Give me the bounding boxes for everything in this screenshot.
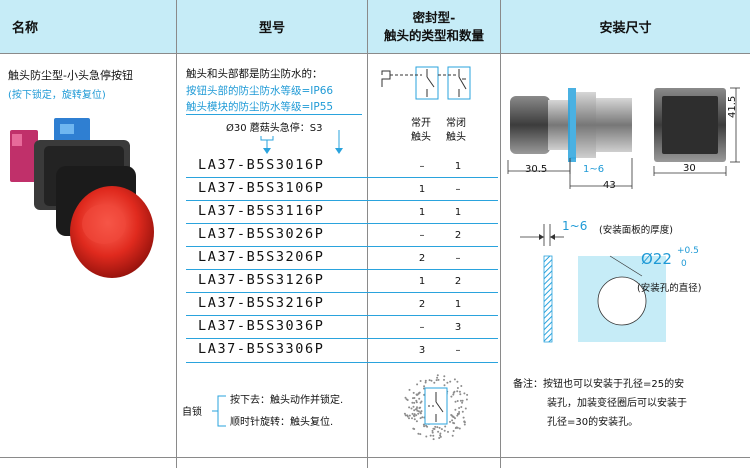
no-count-4: 2 [418,253,426,264]
dim-43: 43 [603,180,616,191]
no-count-3: – [419,230,425,241]
no-contact-label-line2: 触头 [411,132,431,143]
header-name: 名称 [0,0,176,53]
header-model-text: 型号 [258,21,285,36]
header-name-text: 名称 [12,21,39,36]
nc-count-5: 2 [454,276,462,287]
nc-count-2: 1 [454,207,462,218]
install-note-line3: 孔径=30的安装孔。 [547,417,639,428]
model-row-8: LA37-B5S3306P [198,341,325,357]
row-divider [186,315,498,316]
row-divider [186,200,498,201]
no-contact-label-line1: 常开 [411,118,431,129]
model-row-4: LA37-B5S3206P [198,249,325,265]
model-row-2: LA37-B5S3116P [198,203,325,219]
header-install: 安装尺寸 [501,0,750,53]
model-info-line1: 触头和头部都是防尘防水的： [186,68,323,80]
no-count-1: 1 [418,184,426,195]
model-info-line2: 按钮头部的防尘防水等级=IP66 [186,85,334,97]
self-lock-line2: 顺时针旋转：触头复位. [230,417,334,428]
dim-30-5: 30.5 [525,164,548,175]
row-divider [186,362,498,363]
header-divider [0,53,750,54]
model-row-6: LA37-B5S3216P [198,295,325,311]
no-count-5: 1 [418,276,426,287]
nc-contact-label: 常闭 触头 [446,117,466,145]
dimension-drawing [507,87,740,189]
row-divider [186,269,498,270]
row-divider [186,177,498,178]
nc-count-3: 2 [454,230,462,241]
no-count-7: – [419,322,425,333]
nc-contact-label-line2: 触头 [446,132,466,143]
no-contact-label: 常开 触头 [411,117,431,145]
header-contacts-line2: 触头的类型和数量 [383,27,484,43]
self-lock-brace [212,395,226,427]
panel-thickness-value: 1~6 [562,219,588,233]
nc-count-4: – [455,253,461,264]
row-divider [186,338,498,339]
dim-41-5: 41.5 [727,95,738,118]
emergency-stop-button-image [10,118,154,278]
self-lock-label: 自锁 [182,407,202,418]
model-row-3: LA37-B5S3026P [198,226,325,242]
header-contacts: 密封型- 触头的类型和数量 [368,0,500,53]
bottom-border [0,457,750,458]
hole-diameter-value: Ø22 [641,250,672,268]
model-info-line3: 触头模块的防尘防水等级=IP55 [186,101,334,113]
install-note-line2: 装孔，加装变径圈后可以安装于 [547,398,687,409]
no-count-8: 3 [418,345,426,356]
hole-tolerance-minus: 0 [681,259,687,269]
no-count-0: – [419,161,425,172]
row-divider [186,292,498,293]
product-name: 触头防尘型-小头急停按钮 [8,69,133,82]
panel-thickness-label: (安装面板的厚度) [599,225,673,236]
nc-count-0: 1 [454,161,462,172]
model-row-5: LA37-B5S3126P [198,272,325,288]
model-row-0: LA37-B5S3016P [198,157,325,173]
code-pointer-arrows [260,130,343,154]
header-contacts-line1: 密封型- [412,9,456,25]
header-install-text: 安装尺寸 [599,21,652,36]
row-divider [186,223,498,224]
row-divider [186,246,498,247]
hole-tolerance-plus: +0.5 [677,246,699,256]
model-info-line4: Ø30 蘑菇头急停：S3 [226,123,323,134]
dust-proof-contact-icon [403,374,469,441]
panel-cutout-drawing [520,224,666,343]
header-model: 型号 [177,0,367,53]
model-row-1: LA37-B5S3106P [198,180,325,196]
hole-diameter-label: (安装孔的直径) [637,283,702,294]
column-divider [176,0,177,468]
nc-count-8: – [455,345,461,356]
nc-count-7: 3 [454,322,462,333]
nc-count-1: – [455,184,461,195]
nc-contact-label-line1: 常闭 [446,118,466,129]
dim-30: 30 [683,163,696,174]
product-subtitle: (按下锁定，旋转复位) [8,90,106,101]
self-lock-line1: 按下去：触头动作并锁定. [230,395,344,406]
model-row-7: LA37-B5S3036P [198,318,325,334]
column-divider [367,0,368,468]
no-count-2: 1 [418,207,426,218]
contact-symbol-diagram [381,66,471,100]
install-note-line1: 备注：按钮也可以安装于孔径=25的安 [513,379,685,390]
column-divider [500,0,501,468]
no-count-6: 2 [418,299,426,310]
nc-count-6: 1 [454,299,462,310]
info-underline [186,114,362,115]
dim-1-6: 1~6 [583,164,605,175]
